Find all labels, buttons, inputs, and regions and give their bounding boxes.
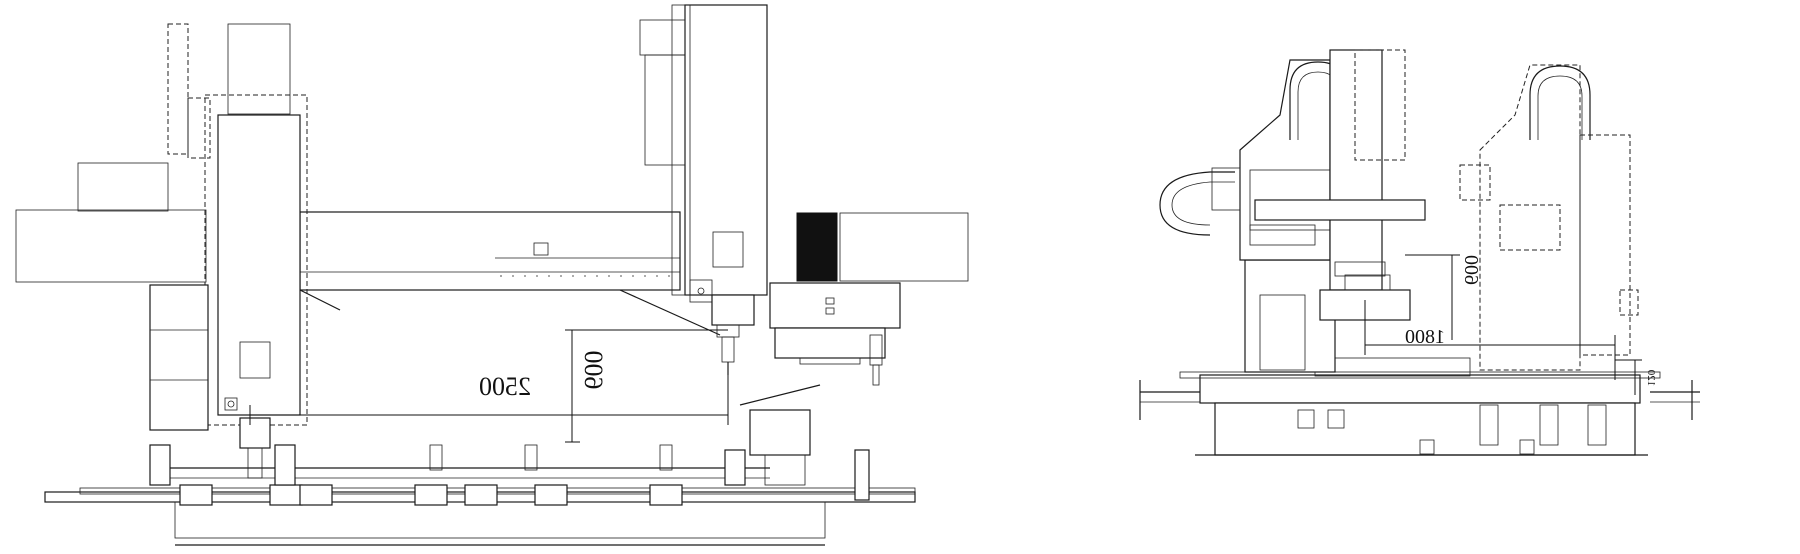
dimension-120: 120 <box>1615 359 1657 395</box>
right-view: 1800 600 120 <box>1139 49 1700 456</box>
dimension-1800: 1800 <box>1364 300 1616 380</box>
tool-holders-row <box>799 357 861 365</box>
black-bellows-section <box>796 212 838 282</box>
dimension-120-label: 120 <box>1645 369 1657 386</box>
right-view-center-column <box>1329 49 1383 291</box>
spindle-head-column <box>684 4 768 296</box>
right-hose-loop <box>1529 65 1591 140</box>
left-base-block <box>149 284 209 431</box>
column-top-grille <box>227 23 291 115</box>
rear-hood <box>77 162 169 212</box>
right-machine-base <box>1199 374 1641 404</box>
side-hose-loop <box>1159 171 1235 236</box>
dimension-2500-label: 2500 <box>479 372 531 401</box>
right-clamp-fixtures <box>1297 404 1607 455</box>
dimension-600-right: 600 <box>1405 254 1482 340</box>
dimension-2500: 2500 <box>249 372 729 425</box>
dimension-600-label: 600 <box>579 351 608 390</box>
dimension-600-right-label: 600 <box>1460 255 1482 285</box>
gantry-cross-beam <box>299 211 681 291</box>
side-gearbox <box>769 282 901 329</box>
right-bellows-cover <box>839 212 969 282</box>
lower-clamp-assembly <box>749 409 811 456</box>
left-bellows-cover <box>15 209 207 283</box>
left-view: 2500 600 <box>15 4 969 546</box>
machine-base <box>174 501 826 539</box>
right-view-right-leg <box>1479 64 1581 371</box>
left-column <box>217 114 301 416</box>
clamp-fixtures <box>149 444 870 506</box>
tooling-rack <box>1314 357 1471 377</box>
dimension-1800-label: 1800 <box>1405 326 1445 348</box>
dimension-600: 600 <box>565 329 728 443</box>
